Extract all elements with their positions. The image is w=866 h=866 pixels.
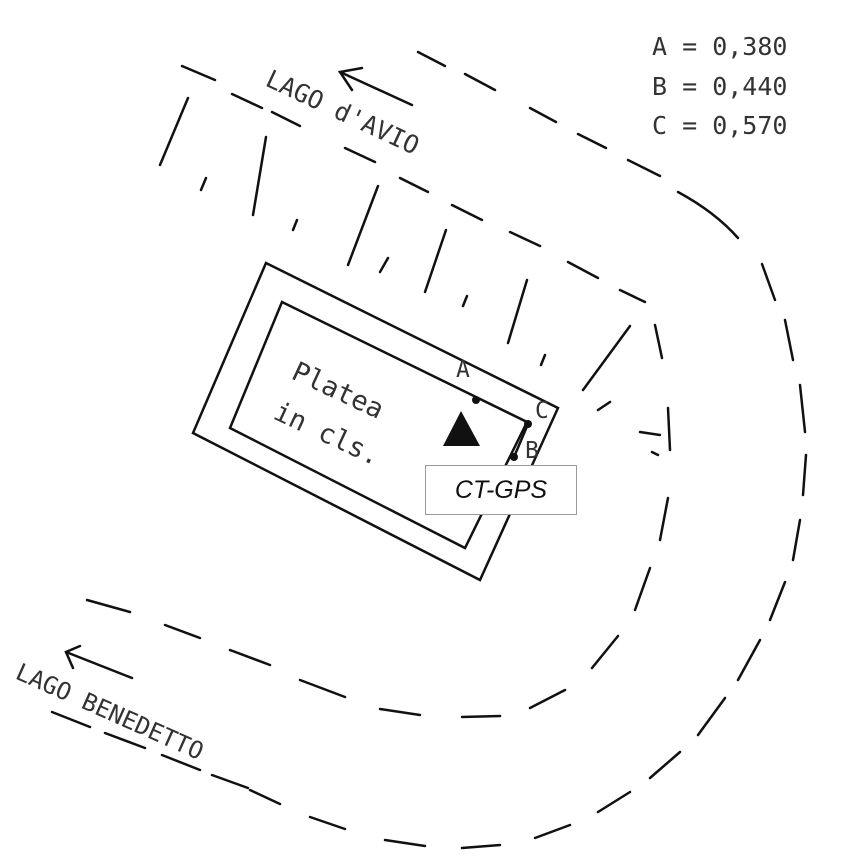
point-c-label: C [535, 398, 549, 424]
inner-dashed-arc [85, 323, 672, 719]
triangle-marker-icon [443, 411, 480, 446]
lower-dashed-boundary [50, 710, 250, 790]
legend-row-c: C = 0,570 [652, 111, 788, 140]
point-a-label: A [456, 357, 470, 383]
arrow-lago-avio-icon [337, 66, 414, 107]
outer-dashed-arc [248, 50, 808, 850]
arrow-lago-benedetto-icon [64, 644, 134, 680]
lago-avio-label: LAGO d'AVIO [261, 64, 423, 160]
point-a-dot [472, 396, 480, 404]
lago-benedetto-label: LAGO BENEDETTO [12, 658, 208, 766]
point-b-label: B [525, 438, 539, 464]
upper-dashed-boundary [180, 64, 647, 304]
legend-row-b: B = 0,440 [652, 72, 788, 101]
platea-outer-outline [191, 261, 560, 582]
legend-row-a: A = 0,380 [652, 32, 788, 61]
slope-hatch-marks [158, 96, 662, 457]
station-name: CT-GPS [454, 475, 548, 504]
station-label-box: CT-GPS [425, 465, 577, 515]
platea-inner-outline [228, 300, 529, 550]
